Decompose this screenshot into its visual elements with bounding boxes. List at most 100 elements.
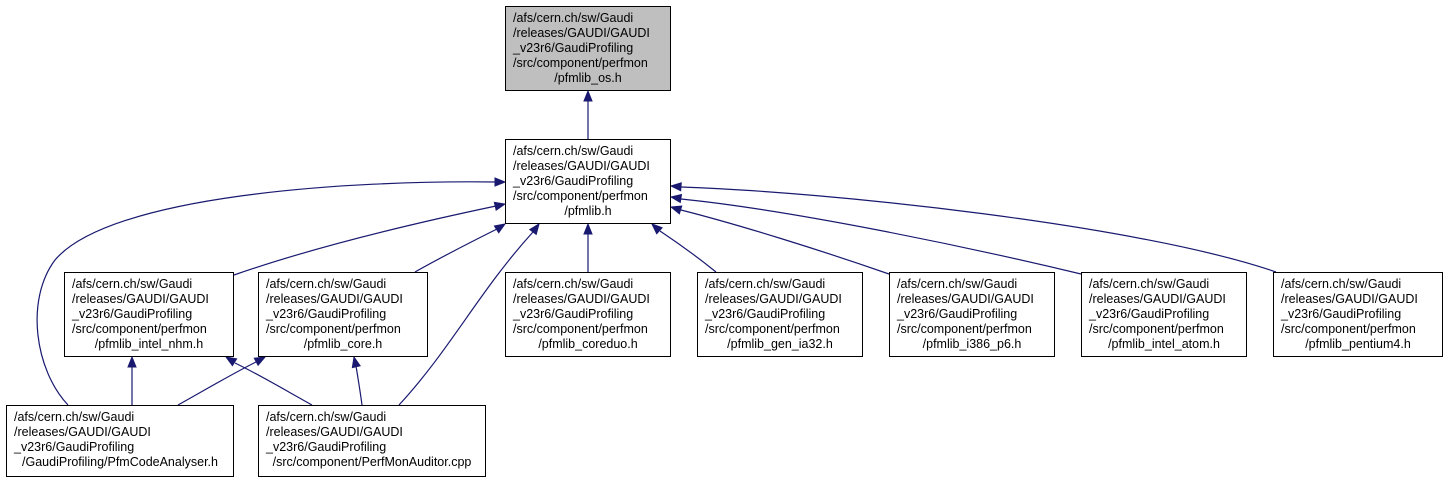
node-line: /afs/cern.ch/sw/Gaudi — [513, 277, 634, 291]
node-line: _v23r6/GaudiProfiling — [897, 307, 1018, 321]
node-line: /releases/GAUDI/GAUDI — [266, 292, 403, 306]
node-line: /afs/cern.ch/sw/Gaudi — [72, 277, 193, 291]
node-line: /releases/GAUDI/GAUDI — [1281, 292, 1418, 306]
node-line: /pfmlib_gen_ia32.h — [727, 337, 833, 351]
edge-analyser-to-core — [177, 356, 267, 406]
edge-genia32-to-pfmlib — [651, 223, 717, 273]
node-line: /pfmlib_os.h — [554, 71, 622, 85]
node-line: /releases/GAUDI/GAUDI — [14, 425, 151, 439]
node-pfmlib-h[interactable]: /afs/cern.ch/sw/Gaudi /releases/GAUDI/GA… — [505, 139, 671, 224]
arrowhead-icon — [351, 355, 361, 369]
node-pfmlib-coreduo-h[interactable]: /afs/cern.ch/sw/Gaudi /releases/GAUDI/GA… — [505, 272, 671, 357]
node-line: /pfmlib_coreduo.h — [538, 337, 638, 351]
edge-line — [680, 186, 1277, 273]
node-line: /releases/GAUDI/GAUDI — [705, 292, 842, 306]
node-line: /releases/GAUDI/GAUDI — [266, 425, 403, 439]
node-pfmlib-intel-nhm-h[interactable]: /afs/cern.ch/sw/Gaudi /releases/GAUDI/GA… — [64, 272, 234, 357]
arrowhead-icon — [669, 182, 682, 192]
arrowhead-icon — [669, 205, 683, 215]
edge-line — [680, 198, 1082, 275]
node-line: /releases/GAUDI/GAUDI — [72, 292, 209, 306]
node-pfmlib-i386-p6-h[interactable]: /afs/cern.ch/sw/Gaudi /releases/GAUDI/GA… — [889, 272, 1055, 357]
node-line: _v23r6/GaudiProfiling — [513, 41, 634, 55]
node-line: /src/component/perfmon — [72, 322, 207, 336]
edge-i386p6-to-pfmlib — [669, 205, 890, 275]
node-line: /releases/GAUDI/GAUDI — [513, 292, 650, 306]
edge-analyser-to-nhm — [127, 355, 137, 405]
arrowhead-icon — [253, 356, 267, 367]
node-line: /releases/GAUDI/GAUDI — [513, 159, 650, 173]
node-line: /afs/cern.ch/sw/Gaudi — [513, 144, 634, 158]
edge-atom-to-pfmlib — [669, 193, 1082, 275]
node-line: /afs/cern.ch/sw/Gaudi — [1089, 277, 1210, 291]
node-line: /releases/GAUDI/GAUDI — [513, 26, 650, 40]
node-line: /afs/cern.ch/sw/Gaudi — [705, 277, 826, 291]
node-line: /src/component/perfmon — [897, 322, 1032, 336]
node-line: /releases/GAUDI/GAUDI — [897, 292, 1034, 306]
arrowhead-icon — [493, 201, 507, 211]
edge-line — [177, 361, 257, 406]
node-pfmcodeanalyser-h[interactable]: /afs/cern.ch/sw/Gaudi /releases/GAUDI/GA… — [6, 405, 234, 477]
node-perfmonauditor-cpp[interactable]: /afs/cern.ch/sw/Gaudi /releases/GAUDI/GA… — [258, 405, 486, 477]
node-line: /afs/cern.ch/sw/Gaudi — [1281, 277, 1402, 291]
edge-analyser-to-pfmlib — [36, 177, 507, 406]
node-line: /pfmlib_pentium4.h — [1305, 337, 1411, 351]
node-line: _v23r6/GaudiProfiling — [14, 440, 135, 454]
edge-line — [233, 205, 497, 276]
edge-auditor-to-core — [351, 355, 363, 406]
node-line: _v23r6/GaudiProfiling — [266, 307, 387, 321]
node-line: /src/component/perfmon — [1281, 322, 1416, 336]
node-line: /GaudiProfiling/PfmCodeAnalyser.h — [22, 455, 218, 469]
edge-coreduo-to-pfmlib — [583, 222, 593, 272]
node-line: /pfmlib_core.h — [303, 337, 383, 351]
node-line: /afs/cern.ch/sw/Gaudi — [266, 410, 387, 424]
edge-line — [680, 209, 890, 275]
node-line: /src/component/perfmon — [705, 322, 840, 336]
arrowhead-icon — [651, 223, 663, 235]
node-pfmlib-os-h: /afs/cern.ch/sw/Gaudi /releases/GAUDI/GA… — [505, 6, 671, 91]
node-line: /src/component/perfmon — [513, 189, 648, 203]
node-line: _v23r6/GaudiProfiling — [513, 307, 634, 321]
node-pfmlib-gen-ia32-h[interactable]: /afs/cern.ch/sw/Gaudi /releases/GAUDI/GA… — [697, 272, 863, 357]
arrowhead-icon — [224, 356, 238, 367]
node-line: _v23r6/GaudiProfiling — [1089, 307, 1210, 321]
arrowhead-icon — [669, 193, 683, 204]
arrowhead-icon — [528, 222, 540, 236]
edge-line — [659, 230, 717, 273]
node-line: _v23r6/GaudiProfiling — [1281, 307, 1402, 321]
node-line: /src/component/perfmon — [513, 56, 648, 70]
node-pfmlib-pentium4-h[interactable]: /afs/cern.ch/sw/Gaudi /releases/GAUDI/GA… — [1273, 272, 1443, 357]
arrowhead-icon — [127, 355, 137, 368]
node-line: /pfmlib_i386_p6.h — [922, 337, 1022, 351]
node-line: _v23r6/GaudiProfiling — [705, 307, 826, 321]
arrowhead-icon — [494, 177, 507, 187]
node-line: /afs/cern.ch/sw/Gaudi — [14, 410, 135, 424]
edge-line — [36, 181, 497, 406]
node-line: /releases/GAUDI/GAUDI — [1089, 292, 1226, 306]
node-line: /afs/cern.ch/sw/Gaudi — [897, 277, 1018, 291]
arrowhead-icon — [583, 222, 593, 235]
arrowhead-icon — [493, 223, 507, 234]
arrowhead-icon — [583, 89, 593, 102]
edge-pfmlib-to-os — [583, 89, 593, 139]
node-line: /pfmlib.h — [564, 204, 612, 218]
node-line: /src/component/perfmon — [513, 322, 648, 336]
node-line: /src/component/perfmon — [266, 322, 401, 336]
node-line: /afs/cern.ch/sw/Gaudi — [266, 277, 387, 291]
edge-core-to-pfmlib — [414, 223, 507, 273]
node-line: /afs/cern.ch/sw/Gaudi — [513, 11, 634, 25]
edge-nhm-to-pfmlib — [233, 201, 507, 276]
node-line: /pfmlib_intel_nhm.h — [94, 337, 204, 351]
node-pfmlib-core-h[interactable]: /afs/cern.ch/sw/Gaudi /releases/GAUDI/GA… — [258, 272, 428, 357]
node-line: _v23r6/GaudiProfiling — [72, 307, 193, 321]
edge-pentium4-to-pfmlib — [669, 182, 1277, 273]
node-line: _v23r6/GaudiProfiling — [513, 174, 634, 188]
edge-auditor-to-nhm — [224, 356, 313, 406]
edge-auditor-to-pfmlib — [398, 222, 540, 406]
node-line: /src/component/perfmon — [1089, 322, 1224, 336]
edge-line — [398, 231, 534, 406]
edge-line — [355, 365, 363, 406]
node-pfmlib-intel-atom-h[interactable]: /afs/cern.ch/sw/Gaudi /releases/GAUDI/GA… — [1081, 272, 1247, 357]
edge-line — [234, 362, 313, 406]
